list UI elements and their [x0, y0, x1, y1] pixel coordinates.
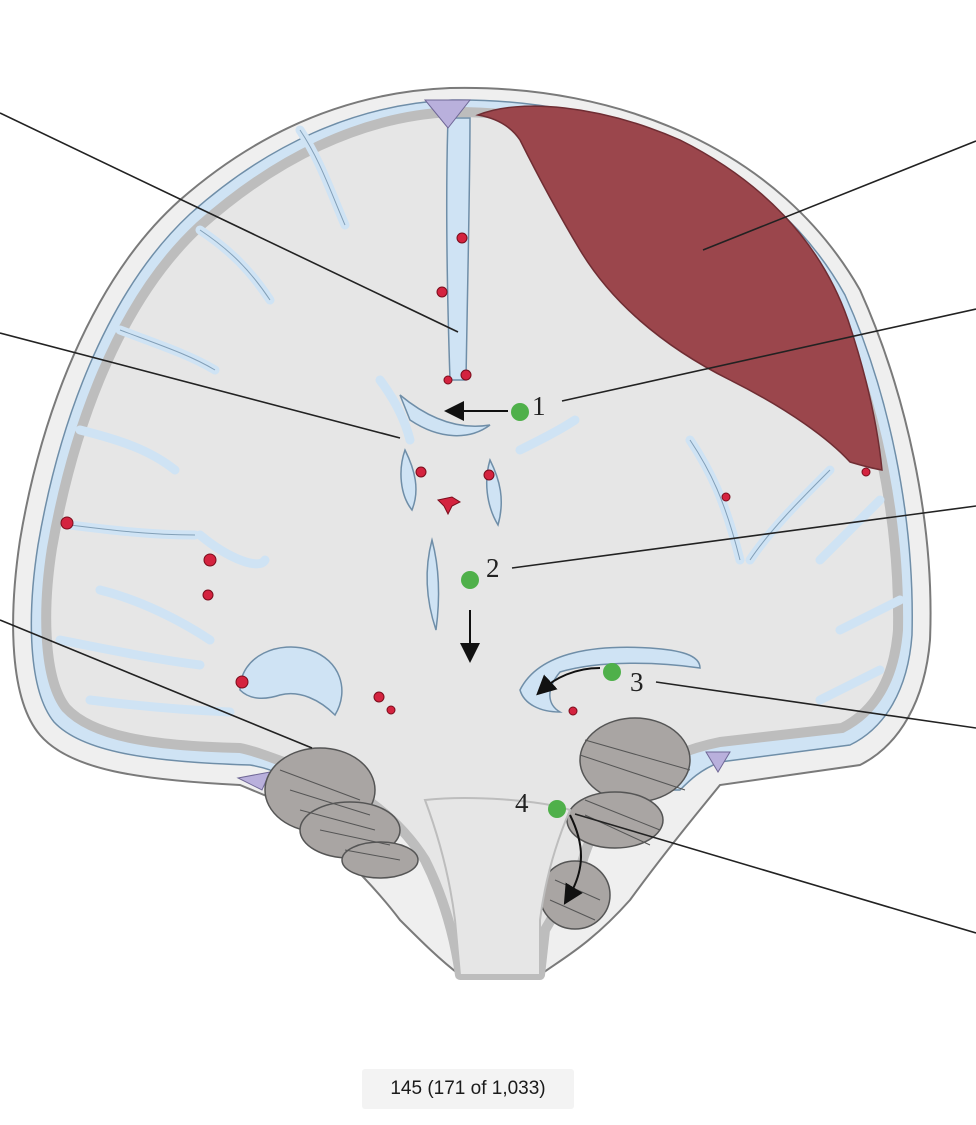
leader-line-4	[702, 140, 976, 251]
brainstem	[423, 797, 572, 976]
leader-lines	[0, 112, 976, 934]
leader-line-7	[655, 681, 976, 729]
superior-sagittal-sinus	[423, 99, 472, 129]
arrow-marker-4	[563, 814, 583, 905]
marker-label-3: 3	[630, 667, 644, 697]
ventricle-horn-left	[400, 448, 417, 512]
temporal-horn-right	[519, 646, 701, 713]
lateral-ventricle-left	[399, 394, 491, 437]
leader-line-1	[0, 112, 459, 333]
leader-line-6	[511, 505, 976, 569]
interhemispheric-fissure	[445, 117, 471, 381]
leader-line-8	[574, 813, 976, 934]
leader-line-3	[0, 619, 313, 749]
marker-dot-2	[461, 571, 479, 589]
third-ventricle	[426, 537, 440, 631]
brain-coronal-section-diagram: 1 2 3 4	[0, 86, 976, 980]
marker-label-4: 4	[515, 788, 529, 818]
marker-dot-4	[548, 800, 566, 818]
leader-line-5	[561, 308, 976, 402]
marker-label-1: 1	[532, 391, 546, 421]
temporal-gyrus-left	[239, 646, 343, 717]
marker-dot-1	[511, 403, 529, 421]
flow-arrows	[444, 401, 601, 905]
cerebellum-left	[264, 747, 419, 879]
markers	[461, 403, 621, 818]
arrow-marker-3	[536, 667, 601, 696]
hematoma	[475, 105, 883, 471]
transverse-sinus-right	[705, 751, 731, 773]
marker-dot-3	[603, 663, 621, 681]
page-indicator: 145 (171 of 1,033)	[362, 1069, 574, 1109]
blood-vessels	[60, 232, 871, 716]
sulci-outlines	[69, 129, 831, 561]
leader-line-2	[0, 332, 401, 439]
marker-label-2: 2	[486, 553, 500, 583]
